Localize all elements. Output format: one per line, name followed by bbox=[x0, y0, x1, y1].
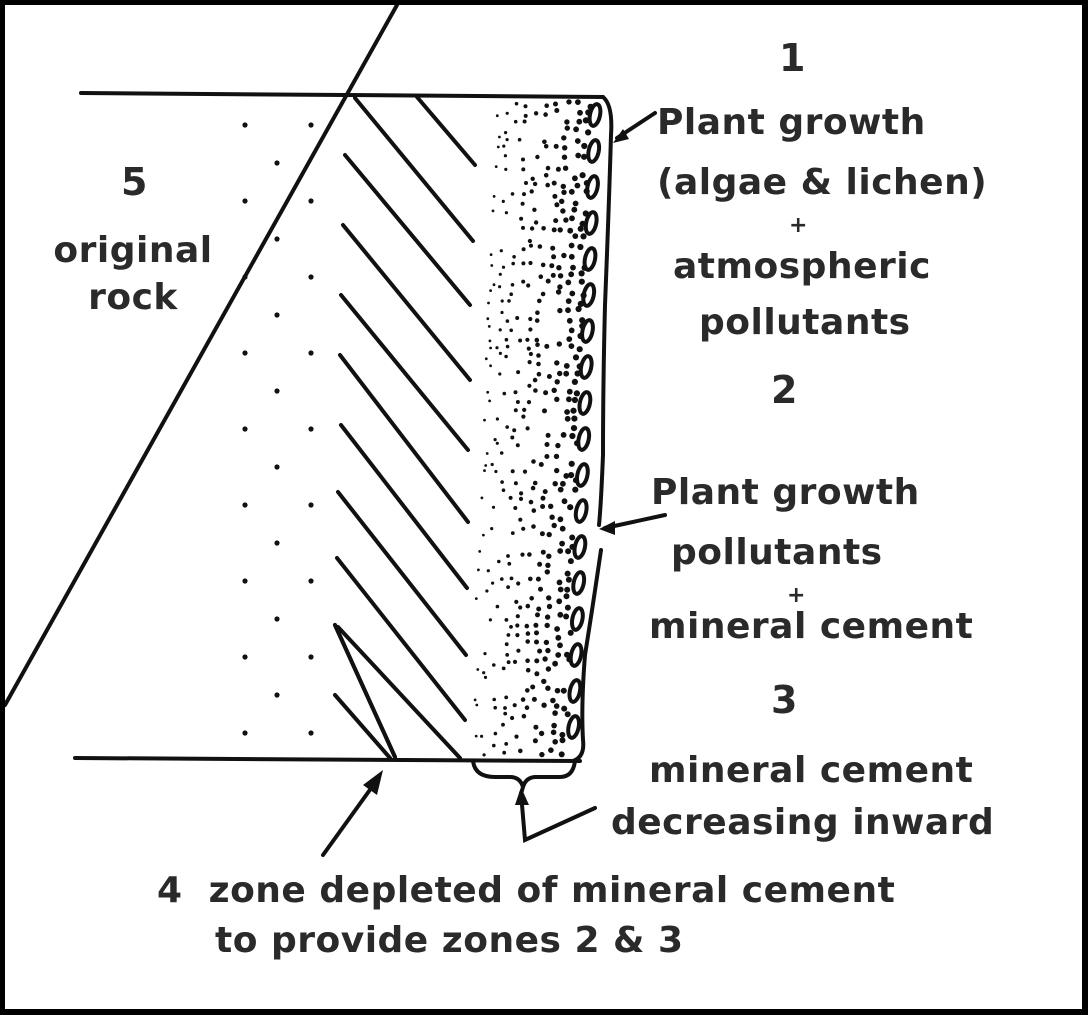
zone-3-label-decreasing-inward: decreasing inward bbox=[611, 802, 995, 843]
zone-2-label-plant-growth: Plant growth bbox=[651, 472, 920, 513]
weathered-surface-line-lower bbox=[571, 548, 603, 763]
zone-2-arrowhead bbox=[599, 521, 615, 535]
zone-2-label-pollutants: pollutants bbox=[671, 532, 883, 573]
zone-3-brace bbox=[471, 759, 577, 794]
zone-2-label-mineral-cement: mineral cement bbox=[649, 606, 974, 647]
zone-4-label-line2: to provide zones 2 & 3 bbox=[215, 920, 684, 961]
zone-1-plus: + bbox=[789, 213, 808, 238]
zone-4-arrowhead bbox=[363, 770, 383, 795]
zone-3-arrow-line bbox=[519, 791, 597, 843]
stipple-zone-3 bbox=[473, 99, 594, 758]
zone-2-plus: + bbox=[787, 583, 806, 608]
weathered-surface-line bbox=[597, 95, 614, 527]
zone-5-number: 5 bbox=[121, 160, 148, 204]
zone-1-label-pollutants: pollutants bbox=[699, 302, 911, 343]
zone-2-number: 2 bbox=[771, 368, 798, 412]
sparse-dots bbox=[242, 122, 314, 736]
zone-1-number: 1 bbox=[779, 36, 806, 80]
hatching-zone-4 bbox=[5, 5, 477, 760]
zone-4-arrow-line bbox=[321, 778, 379, 857]
plant-growth-cells bbox=[566, 102, 603, 740]
zone-5-label-original: original bbox=[53, 230, 213, 271]
zone-3-label-mineral-cement: mineral cement bbox=[649, 750, 974, 791]
top-rock-edge bbox=[79, 91, 605, 99]
zone-3-arrowhead bbox=[515, 787, 529, 805]
zone-4-label-line1: 4 zone depleted of mineral cement bbox=[157, 870, 896, 911]
zone-1-arrowhead bbox=[613, 129, 629, 143]
zone-1-label-algae-lichen: (algae & lichen) bbox=[657, 162, 988, 203]
zone-3-number: 3 bbox=[771, 678, 798, 722]
zone-1-label-plant-growth: Plant growth bbox=[657, 102, 926, 143]
bottom-rock-edge bbox=[73, 756, 582, 763]
zone-1-label-atmospheric: atmospheric bbox=[673, 246, 931, 287]
rock-weathering-cross-section bbox=[5, 5, 667, 857]
zone-5-label-rock: rock bbox=[88, 277, 178, 318]
